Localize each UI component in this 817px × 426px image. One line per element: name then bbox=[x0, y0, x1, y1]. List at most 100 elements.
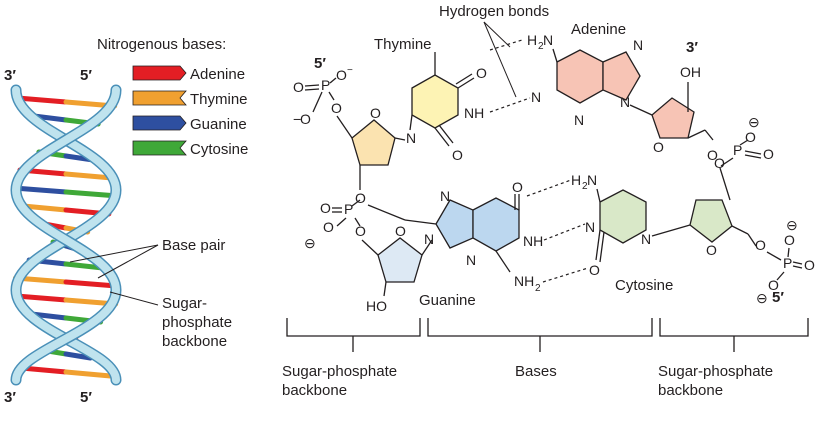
bond bbox=[351, 199, 361, 207]
bond bbox=[776, 271, 785, 281]
phosphate-top-left: 5′ O P O − − O O bbox=[293, 55, 353, 139]
bond bbox=[787, 247, 790, 258]
legend-item-cytosine: Cytosine bbox=[132, 140, 248, 158]
thymine-label: Thymine bbox=[374, 36, 432, 53]
atom: O bbox=[768, 277, 779, 293]
bond bbox=[312, 91, 323, 113]
five-prime-right-label: 5′ bbox=[772, 289, 784, 306]
bond bbox=[409, 114, 413, 131]
phosphate-left-middle: O P O ⊖ O bbox=[304, 199, 379, 256]
legend-label-adenine: Adenine bbox=[190, 66, 245, 83]
guanine-base: N N N O NH NH 2 Guanine bbox=[419, 179, 543, 309]
bond bbox=[438, 124, 454, 144]
atom: O bbox=[395, 223, 406, 239]
hydrogen-bond bbox=[526, 179, 572, 197]
bond bbox=[792, 265, 803, 269]
ho-label: HO bbox=[366, 298, 387, 314]
helix-bottom-left-end: 3′ bbox=[4, 389, 16, 406]
cytosine-base: H 2 N N N O Cytosine bbox=[571, 172, 691, 294]
thymine-ring bbox=[411, 74, 459, 129]
helix-base-pair-half bbox=[63, 261, 106, 271]
region-brackets: Sugar-phosphate backbone Bases Sugar-pho… bbox=[282, 318, 809, 399]
bracket-right bbox=[659, 318, 809, 352]
hydrogen-bond bbox=[543, 223, 586, 241]
sugar-bottom-left: O HO bbox=[366, 223, 433, 314]
adenine-ring-5 bbox=[602, 51, 641, 101]
helix-backbone-label-2: phosphate bbox=[162, 314, 232, 331]
bond bbox=[457, 77, 475, 89]
sugar-ring bbox=[651, 97, 695, 139]
thymine-swatch bbox=[132, 90, 187, 106]
legend-title: Nitrogenous bases: bbox=[97, 36, 226, 53]
sugar-bottom-right: O bbox=[689, 199, 757, 258]
bond bbox=[651, 224, 691, 237]
helix-strand-front-fill bbox=[11, 86, 121, 384]
bracket-right-label-2: backbone bbox=[658, 382, 723, 399]
atom: O bbox=[300, 111, 311, 127]
bond bbox=[595, 229, 601, 261]
atom: 2 bbox=[582, 181, 588, 192]
chemical-structure: 5′ O P O − − O O O O N bbox=[293, 3, 815, 314]
atom: O bbox=[320, 200, 331, 216]
three-prime-right-label: 3′ bbox=[686, 39, 698, 56]
atom: ⊖ bbox=[304, 235, 316, 251]
bond bbox=[744, 150, 762, 155]
atom: N bbox=[531, 89, 541, 105]
adenine-ring-6 bbox=[556, 49, 604, 104]
guanine-label: Guanine bbox=[419, 292, 476, 309]
atom: O bbox=[331, 100, 342, 116]
atom-charge: − bbox=[347, 65, 353, 76]
double-helix: 3′ 5′ 3′ 5′ Base pair Sugar- phosphate b… bbox=[4, 67, 232, 406]
atom: N bbox=[633, 37, 643, 53]
hydrogen-bond bbox=[489, 97, 531, 113]
atom: 2 bbox=[535, 283, 541, 294]
atom: N bbox=[620, 94, 630, 110]
backbone-pointer bbox=[109, 291, 159, 306]
atom: N bbox=[543, 32, 553, 48]
bond bbox=[599, 231, 605, 263]
hydrogen-bonds-callout: Hydrogen bonds bbox=[439, 3, 549, 113]
cytosine-ring bbox=[599, 189, 647, 244]
atom: N bbox=[440, 188, 450, 204]
legend-label-cytosine: Cytosine bbox=[190, 141, 248, 158]
helix-base-pair-half bbox=[18, 365, 69, 375]
legend-item-guanine: Guanine bbox=[132, 115, 247, 133]
phosphate-right: O P O O ⊖ O bbox=[707, 114, 774, 201]
atom: O bbox=[355, 223, 366, 239]
helix-top-right-end: 5′ bbox=[80, 67, 92, 84]
bond bbox=[328, 91, 335, 101]
bracket-right-label-1: Sugar-phosphate bbox=[658, 363, 773, 380]
bracket-left bbox=[286, 318, 421, 352]
atom: O bbox=[784, 232, 795, 248]
atom: H bbox=[527, 32, 537, 48]
helix-base-pair-half bbox=[13, 293, 69, 303]
bond bbox=[704, 129, 714, 141]
bond bbox=[421, 239, 433, 256]
bond bbox=[766, 251, 782, 261]
bond bbox=[552, 48, 558, 63]
atom: N bbox=[406, 130, 416, 146]
guanine-ring-6 bbox=[472, 197, 520, 252]
bond bbox=[596, 188, 601, 203]
atom: O bbox=[706, 242, 717, 258]
adenine-swatch bbox=[132, 65, 187, 81]
atom: − bbox=[293, 111, 301, 127]
atom: N bbox=[587, 172, 597, 188]
base-pair-label: Base pair bbox=[162, 237, 225, 254]
helix-base-pair-half bbox=[63, 171, 115, 181]
sugar-ring bbox=[689, 199, 733, 243]
atom: O bbox=[512, 179, 523, 195]
bond bbox=[739, 139, 749, 146]
bracket-left-label-2: backbone bbox=[282, 382, 347, 399]
atom: NH bbox=[514, 273, 534, 289]
bracket-left-label-1: Sugar-phosphate bbox=[282, 363, 397, 380]
hydrogen-bonds-label: Hydrogen bonds bbox=[439, 3, 549, 20]
adenine-label: Adenine bbox=[571, 21, 626, 38]
bond bbox=[434, 127, 450, 147]
legend-label-guanine: Guanine bbox=[190, 116, 247, 133]
legend-label-thymine: Thymine bbox=[190, 91, 248, 108]
atom: N bbox=[585, 219, 595, 235]
cytosine-label: Cytosine bbox=[615, 277, 673, 294]
legend-item-thymine: Thymine bbox=[132, 90, 248, 108]
helix-base-pair-half bbox=[63, 369, 114, 379]
